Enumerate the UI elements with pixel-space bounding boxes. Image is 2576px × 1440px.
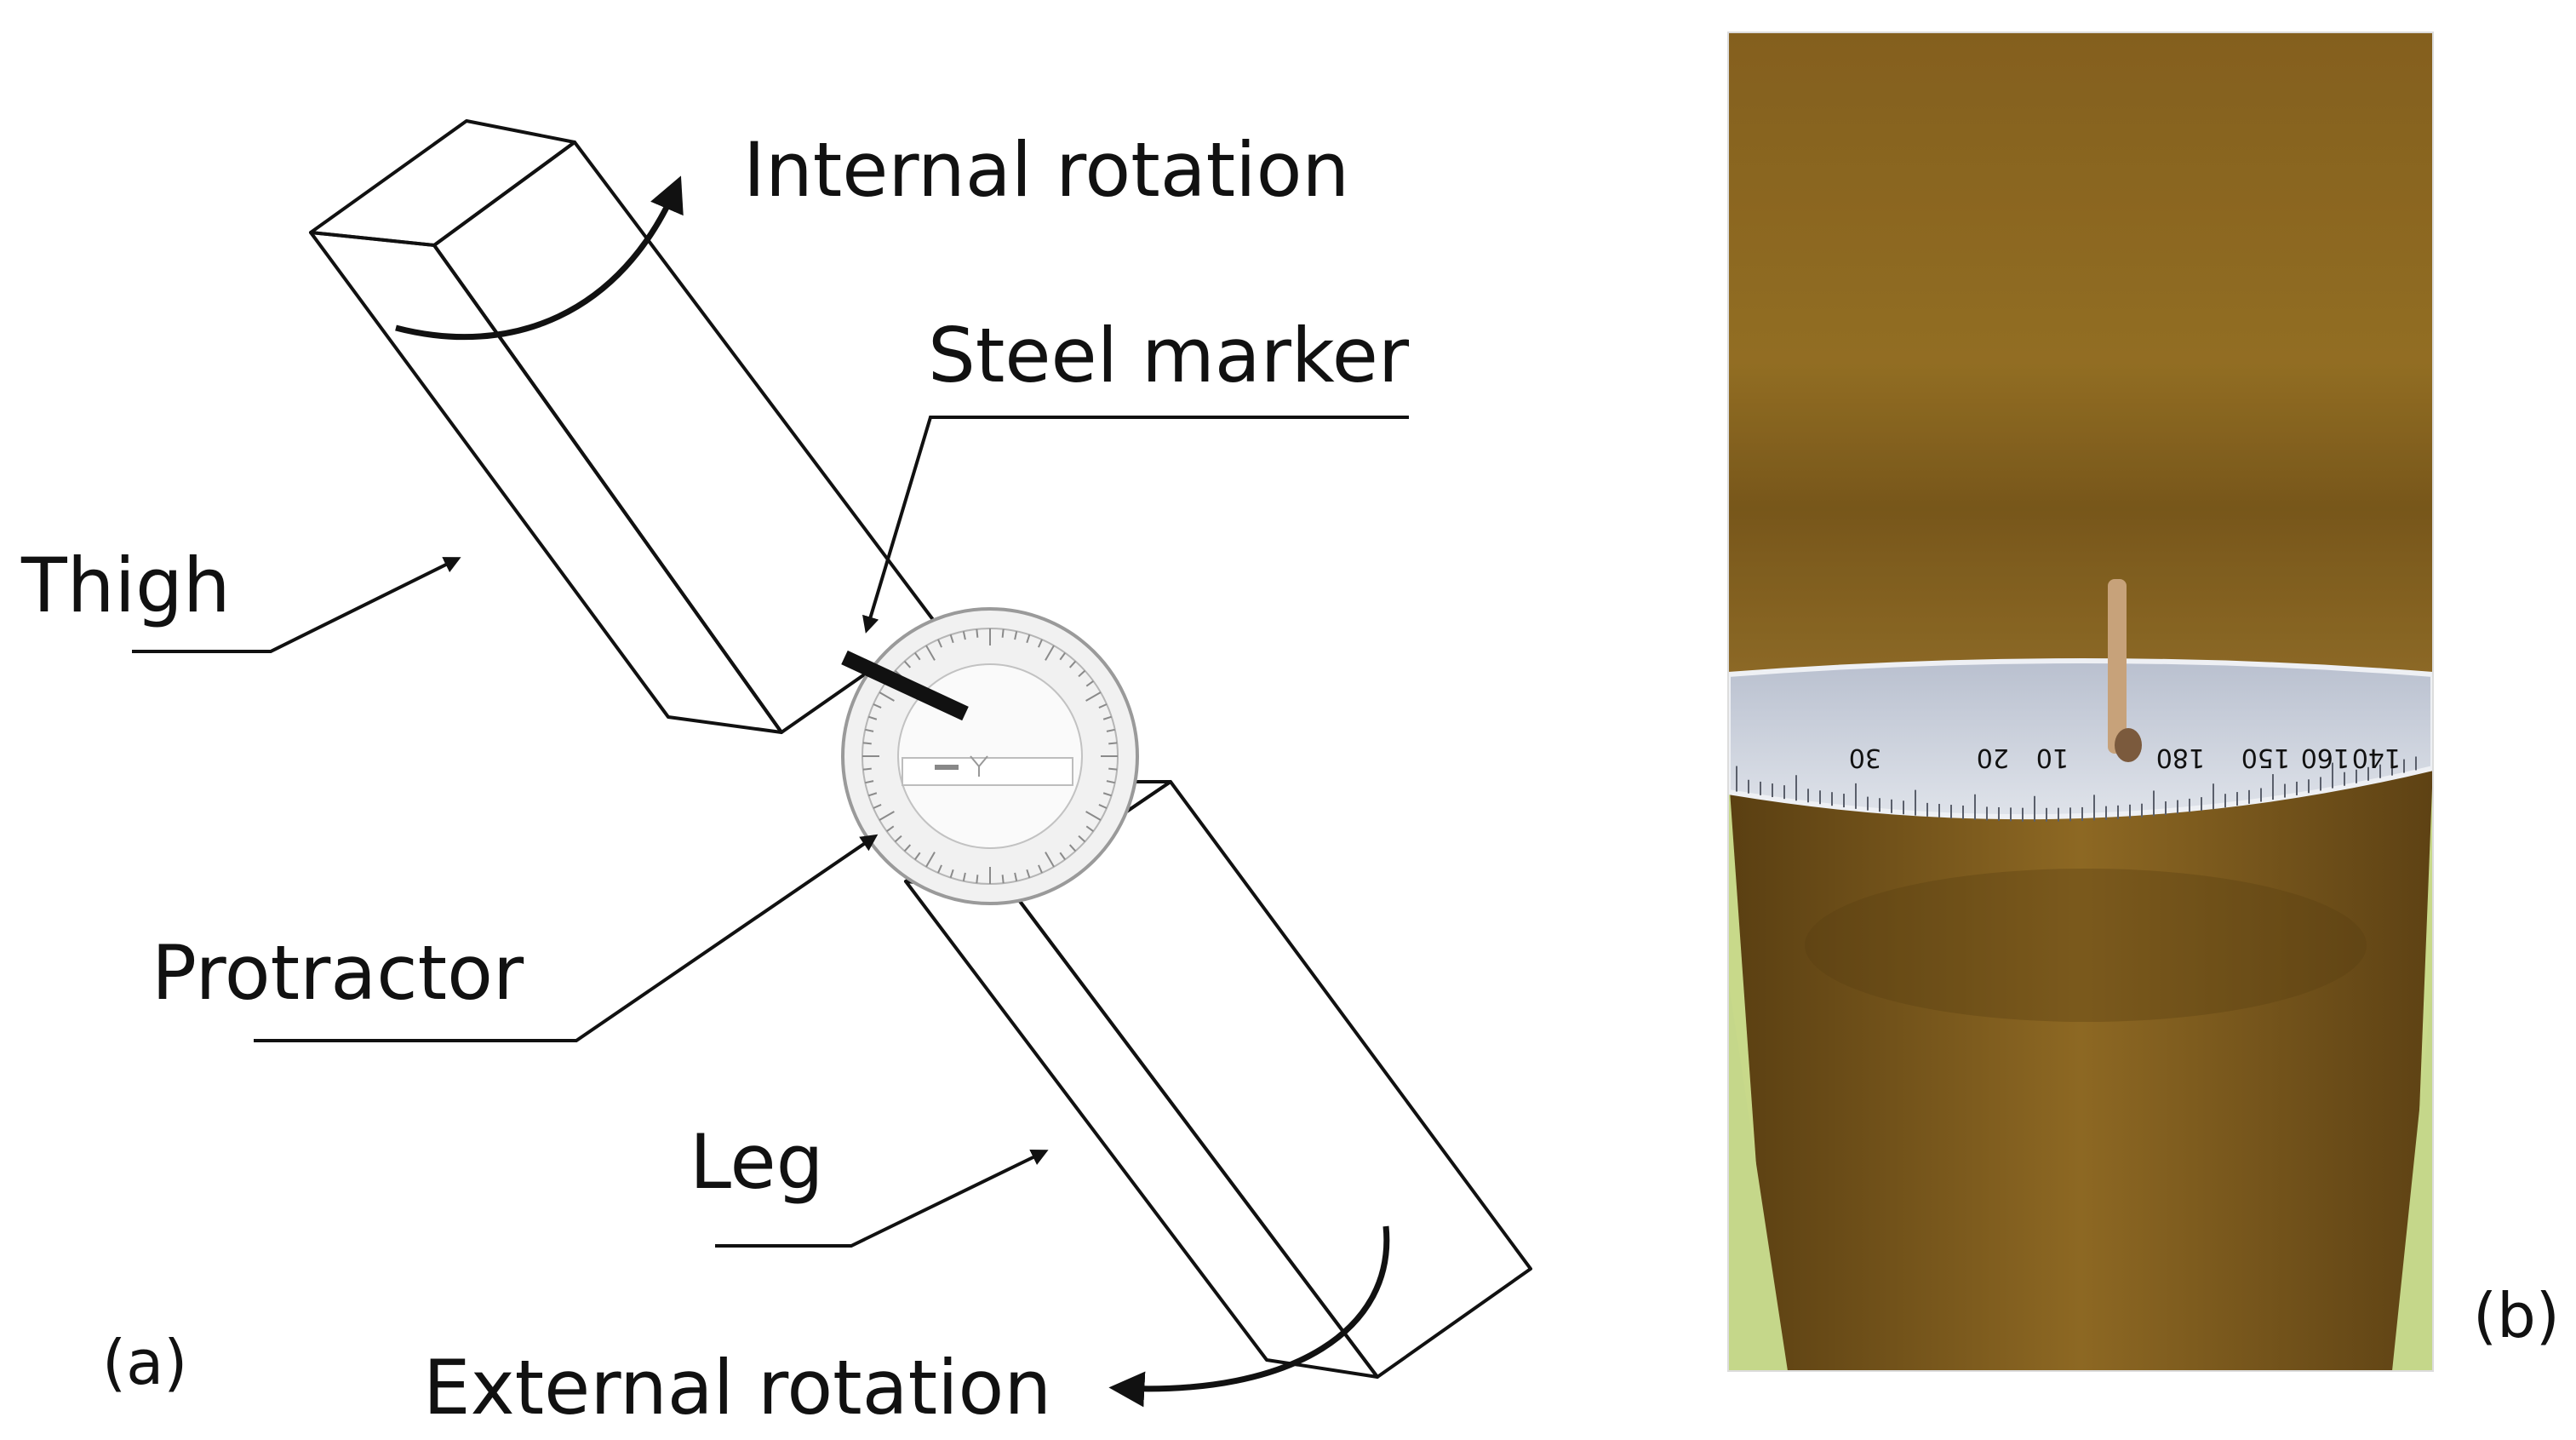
protractor-tick bbox=[865, 728, 874, 732]
protractor-tick bbox=[925, 645, 936, 661]
external-rotation-arrow bbox=[1108, 1225, 1390, 1408]
protractor-tick bbox=[1038, 639, 1043, 648]
protractor-tick bbox=[1014, 872, 1018, 881]
photo-scale-number: 160 bbox=[2301, 743, 2350, 772]
protractor-illustration bbox=[841, 607, 1139, 905]
photo-scale-number: 150 bbox=[2241, 743, 2290, 772]
label-thigh: Thigh bbox=[20, 542, 231, 629]
photo-scale-number: 20 bbox=[1977, 743, 2009, 772]
protractor-tick bbox=[1085, 825, 1094, 832]
protractor-tick bbox=[1085, 811, 1102, 821]
protractor-tick bbox=[1078, 835, 1086, 843]
protractor-tick bbox=[1045, 852, 1055, 868]
protractor-tick bbox=[962, 631, 966, 640]
photo-scale-number: 10 bbox=[2036, 743, 2069, 772]
protractor-tick bbox=[1085, 680, 1094, 687]
steel-marker-leader bbox=[862, 416, 1409, 634]
photo-protractor-band bbox=[1728, 658, 2433, 820]
protractor-tick bbox=[879, 691, 895, 702]
protractor-tick bbox=[1026, 634, 1031, 644]
protractor-tick bbox=[1001, 875, 1005, 884]
protractor-tick bbox=[879, 811, 895, 821]
protractor-tick bbox=[914, 652, 921, 661]
protractor-tick bbox=[873, 804, 882, 809]
protractor-tick bbox=[903, 844, 912, 852]
thigh-leader bbox=[132, 557, 461, 653]
protractor-tick bbox=[1078, 669, 1086, 678]
protractor-tick bbox=[1059, 852, 1066, 860]
steel-marker bbox=[841, 650, 969, 721]
protractor-tick bbox=[937, 864, 942, 874]
protractor-tick bbox=[1001, 628, 1005, 638]
label-steel-marker: Steel marker bbox=[928, 312, 1410, 399]
internal-rotation-arrow bbox=[395, 175, 684, 341]
protractor-tick bbox=[914, 852, 921, 860]
photo-scale-number: 140 bbox=[2352, 743, 2401, 772]
protractor-tick bbox=[1014, 631, 1018, 640]
protractor-tick bbox=[1108, 767, 1118, 771]
label-protractor: Protractor bbox=[152, 929, 524, 1017]
protractor-tick bbox=[962, 872, 966, 881]
photo-scale-number: 30 bbox=[1849, 743, 1881, 772]
protractor-tick bbox=[903, 660, 912, 668]
protractor-tick bbox=[1068, 844, 1077, 852]
protractor-tick bbox=[976, 628, 979, 638]
protractor-tick bbox=[1068, 660, 1077, 668]
label-internal-rotation: Internal rotation bbox=[743, 126, 1349, 214]
panel-b-photo-border bbox=[1727, 32, 2434, 1372]
protractor-tick bbox=[865, 780, 874, 784]
photo-scale-number: 180 bbox=[2156, 743, 2205, 772]
leg-leader bbox=[715, 1150, 1049, 1248]
panel-a-label: (a) bbox=[102, 1327, 187, 1398]
protractor-tick bbox=[862, 767, 872, 771]
protractor-tick bbox=[1106, 728, 1115, 732]
photo-nail-marker bbox=[2108, 579, 2142, 762]
panel-a-diagram: Internal rotation Steel marker Thigh Pro… bbox=[20, 119, 1532, 1431]
panel-b-label: (b) bbox=[2473, 1280, 2560, 1351]
protractor-tick bbox=[1098, 804, 1108, 809]
protractor-tick bbox=[1038, 864, 1043, 874]
protractor-tick bbox=[1102, 792, 1112, 797]
protractor-tick bbox=[1106, 780, 1115, 784]
protractor-tick bbox=[1085, 691, 1102, 702]
protractor-tick bbox=[1059, 652, 1066, 661]
protractor-leader bbox=[254, 834, 879, 1042]
protractor-tick bbox=[868, 792, 878, 797]
protractor-tick bbox=[925, 852, 936, 868]
protractor-tick bbox=[949, 634, 954, 644]
protractor-tick bbox=[894, 835, 902, 843]
protractor-tick bbox=[868, 715, 878, 720]
label-external-rotation: External rotation bbox=[423, 1344, 1051, 1431]
protractor-tick bbox=[937, 639, 942, 648]
protractor-tick bbox=[949, 869, 954, 878]
protractor-tick bbox=[1026, 869, 1031, 878]
protractor-tick bbox=[1045, 645, 1055, 661]
protractor-tick bbox=[976, 875, 979, 884]
protractor-tick bbox=[1098, 703, 1108, 709]
label-leg: Leg bbox=[690, 1118, 823, 1206]
protractor-tick bbox=[873, 703, 882, 709]
protractor-tick bbox=[886, 825, 895, 832]
protractor-tick bbox=[1102, 715, 1112, 720]
